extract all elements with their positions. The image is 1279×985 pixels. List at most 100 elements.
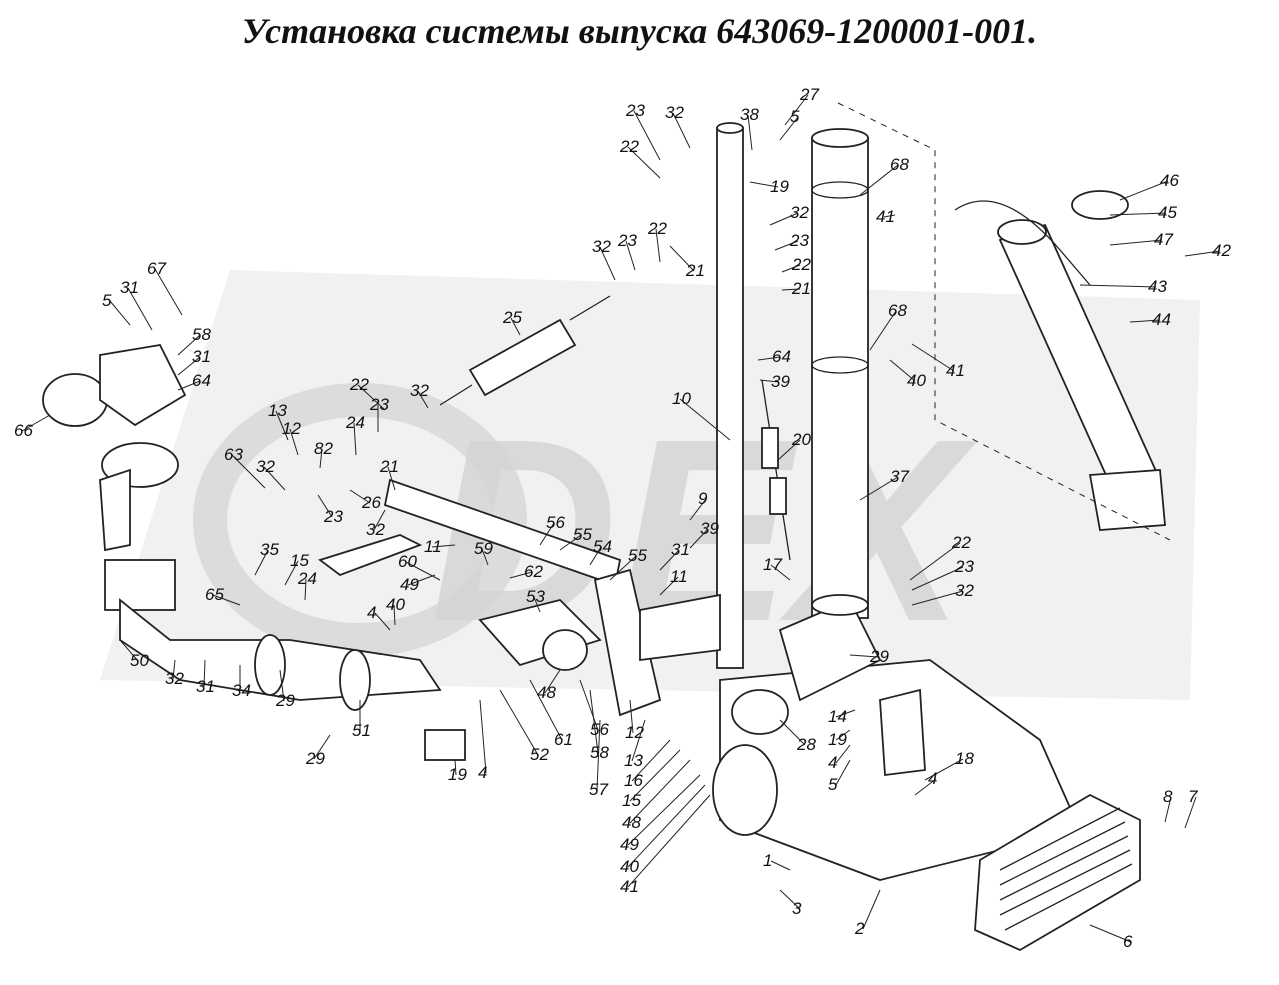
callout-leader-c73	[304, 578, 307, 601]
callout-leader-c93	[596, 719, 601, 791]
callout-leader-c31	[510, 317, 521, 336]
callout-leader-c53	[689, 498, 707, 521]
callout-label-c45: 20	[791, 430, 811, 449]
callout-leader-c82	[313, 734, 331, 760]
callout-label-c80: 34	[232, 681, 251, 700]
callout-label-c54: 39	[700, 519, 719, 538]
callout-label-c98: 49	[620, 835, 639, 854]
callout-leader-c99	[627, 784, 706, 868]
callout-label-c91: 58	[590, 743, 609, 762]
callout-leader-c88	[529, 679, 563, 741]
callout-label-c32: 68	[888, 301, 907, 320]
callout-leader-c63	[911, 566, 964, 591]
callout-label-c49: 21	[379, 457, 399, 476]
callout-label-c100: 41	[620, 877, 639, 896]
callout-label-c68: 11	[424, 537, 442, 556]
small-plate	[424, 729, 466, 761]
callout-leader-c11	[1109, 239, 1163, 246]
callout-label-c86: 4	[478, 763, 487, 782]
callout-leader-c52	[859, 476, 899, 501]
callout-leader-c113	[1089, 924, 1132, 943]
callout-leader-c54	[689, 528, 709, 549]
callout-label-c89: 48	[537, 683, 556, 702]
callout-leader-c76	[374, 612, 391, 631]
callout-label-c73: 24	[297, 569, 317, 588]
callout-label-c56: 55	[573, 525, 592, 544]
callout-leader-c35	[889, 359, 916, 382]
callout-leader-c50	[317, 494, 333, 518]
callout-label-c47: 32	[256, 457, 275, 476]
callout-label-c71: 49	[400, 575, 419, 594]
heat-shield-grille	[974, 793, 1141, 952]
callout-leader-c78	[172, 659, 176, 680]
callout-label-c46: 63	[224, 445, 243, 464]
callout-label-c15: 23	[789, 231, 809, 250]
callout-label-c6: 5	[790, 107, 800, 126]
callout-label-c84: 29	[869, 647, 889, 666]
callout-leader-c3	[627, 146, 661, 179]
callout-leader-c16	[781, 264, 801, 273]
callout-label-c85: 19	[448, 765, 467, 784]
callout-label-c34: 41	[946, 361, 965, 380]
callout-leader-c61	[770, 564, 791, 581]
callout-leader-c85	[454, 759, 457, 776]
callout-leader-c46	[231, 454, 266, 489]
callout-leader-c41	[353, 422, 357, 456]
callout-leader-c29	[177, 380, 201, 391]
callout-leader-c110	[770, 860, 791, 871]
callout-label-c83: 51	[352, 721, 371, 740]
callout-label-c38: 32	[410, 381, 429, 400]
callout-leader-c8	[859, 164, 899, 196]
callout-leader-c60	[609, 555, 637, 581]
callout-leader-c95	[631, 739, 671, 782]
callout-leader-c45	[777, 439, 801, 461]
callout-label-c77: 50	[130, 651, 149, 670]
callout-leader-c40	[289, 428, 299, 456]
callout-leader-c66	[284, 560, 299, 586]
callout-leader-c62	[909, 542, 961, 581]
callout-leader-c107	[914, 778, 937, 796]
callout-label-c24: 67	[147, 259, 166, 278]
callout-label-c8: 68	[890, 155, 909, 174]
callout-leader-c68	[431, 544, 456, 548]
callout-label-c76: 4	[367, 603, 376, 622]
callout-label-c113: 6	[1123, 932, 1133, 951]
callout-label-c10: 45	[1158, 203, 1177, 222]
callout-leader-c51	[373, 509, 386, 531]
callout-leader-c38	[417, 390, 429, 409]
callout-label-c14: 32	[790, 203, 809, 222]
callout-label-c33: 64	[772, 347, 791, 366]
callout-label-c19: 44	[1152, 310, 1171, 329]
callout-label-c64: 32	[955, 581, 974, 600]
callout-label-c110: 1	[763, 851, 772, 870]
exhaust-flange-elbow	[42, 344, 187, 611]
callout-label-c67: 60	[398, 552, 417, 571]
callout-leader-c64	[911, 590, 964, 606]
callout-leader-c17	[781, 288, 801, 291]
muffler-inlet-elbow	[778, 594, 882, 702]
callout-label-c4: 38	[740, 105, 759, 124]
callout-leader-c79	[203, 659, 206, 688]
callout-leader-c27	[177, 334, 201, 356]
callout-label-c52: 37	[890, 467, 909, 486]
callout-leader-c98	[627, 774, 701, 846]
exhaust-stack-tube	[811, 128, 869, 619]
callout-label-c16: 22	[791, 255, 811, 274]
callout-label-c50: 23	[323, 507, 343, 526]
mounting-bracket	[593, 568, 721, 717]
callout-label-c59: 11	[670, 567, 688, 586]
callout-leader-c102	[835, 709, 856, 718]
callout-label-c36: 39	[771, 372, 790, 391]
callout-label-c62: 22	[951, 533, 971, 552]
callout-leader-c30	[21, 414, 51, 432]
muffler-bracket	[879, 688, 926, 777]
callout-leader-c77	[119, 639, 139, 662]
callout-label-c43: 82	[314, 439, 333, 458]
callout-label-c21: 23	[617, 231, 637, 250]
callout-leader-c6	[779, 116, 799, 141]
callout-label-c96: 15	[622, 791, 641, 810]
callout-leader-c26	[127, 287, 153, 331]
callout-leader-c28	[177, 356, 201, 376]
callout-label-c97: 48	[622, 813, 641, 832]
